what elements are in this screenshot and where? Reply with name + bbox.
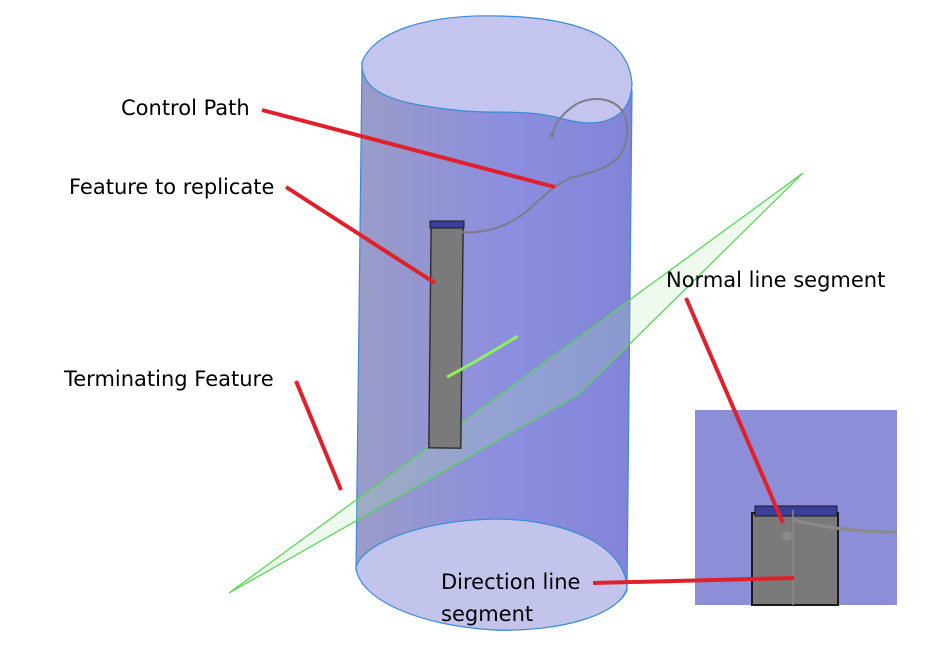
label-control-path: Control Path (121, 96, 250, 120)
label-feature-to-replicate: Feature to replicate (69, 175, 275, 199)
leader-feature-to-replicate (284, 185, 437, 285)
label-normal-line-segment: Normal line segment (666, 268, 886, 292)
leader-direction-line-segment (592, 576, 795, 585)
control-path-end-point (549, 132, 555, 138)
terminating-plane (228, 172, 804, 594)
leader-terminating-feature (294, 380, 343, 491)
inset-detail (695, 410, 898, 606)
feature-bar (428, 221, 464, 449)
label-direction-line-segment: Direction line segment (441, 570, 581, 626)
cylinder-bottom-cap (355, 518, 628, 631)
leader-control-path (261, 108, 556, 189)
intersection-highlight (446, 334, 519, 379)
leader-normal-line-segment (684, 297, 785, 524)
feature-bar-top-edge (429, 220, 465, 229)
control-path-curve (461, 98, 629, 234)
label-terminating-feature: Terminating Feature (64, 367, 274, 391)
